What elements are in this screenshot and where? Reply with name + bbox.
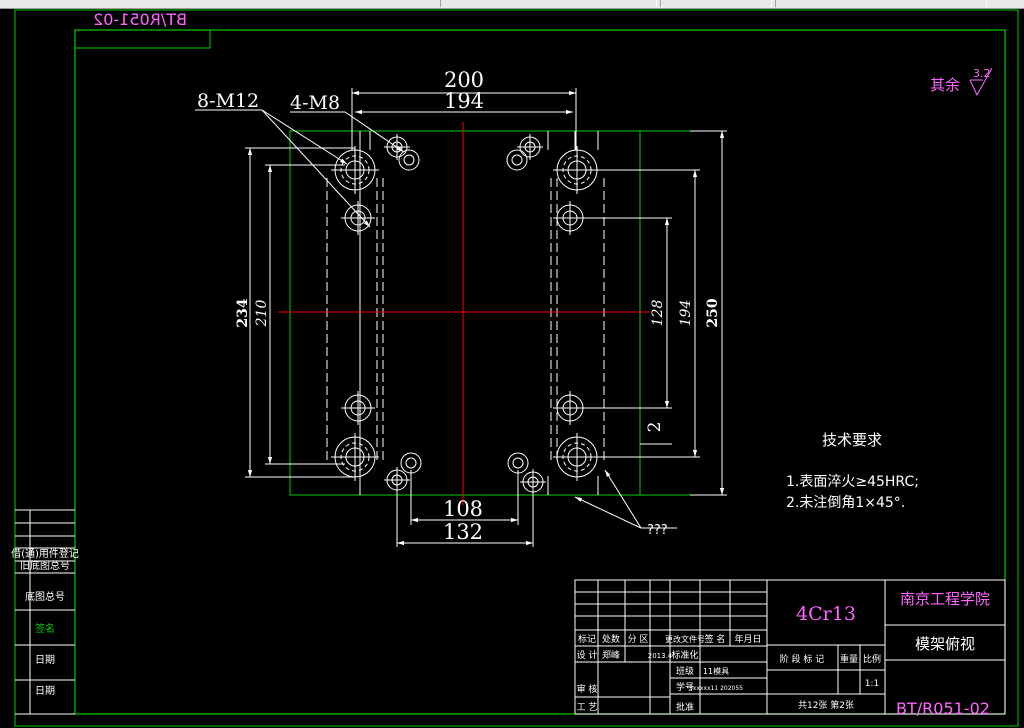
center-lines — [278, 122, 650, 505]
row-design-name: 郑峰 — [602, 649, 620, 661]
roughness-prefix: 其余 — [930, 76, 960, 94]
dimension-texts: 200 194 234 210 128 194 250 2 108 132 — [235, 68, 721, 544]
rev-header-doc: 更改文件号 — [665, 634, 705, 644]
title-block: 标记 处数 分 区 更改文件号 签 名 年月日 设 计 郑峰 2013.4 标准… — [574, 579, 1006, 718]
left-col-reg: 借(通)用件登记 — [11, 547, 79, 560]
left-col-date-2: 日期 — [35, 685, 55, 697]
dim-top-inner: 194 — [444, 89, 484, 113]
sheets-value: 共12张 第2张 — [798, 699, 854, 711]
roughness-symbol: 其余 3.2 — [930, 67, 993, 97]
tech-req-item-2: 2.未注倒角1×45°. — [786, 495, 905, 511]
process-label: 工 艺 — [577, 702, 598, 713]
row-design-label: 设 计 — [577, 649, 598, 661]
drawing-frames — [14, 9, 1019, 727]
row-design-std: 标准化 — [671, 649, 698, 661]
rev-header-date: 年月日 — [734, 633, 761, 645]
weight-header: 重量 — [840, 653, 858, 665]
drawing-code-mirrored: BT/R051-02 — [93, 10, 187, 29]
callout-unknown: ??? — [647, 523, 668, 538]
holes-large — [331, 146, 601, 481]
rail-solid-lines — [359, 131, 599, 495]
dim-bottom-inner: 108 — [443, 497, 483, 521]
rev-header-mark: 标记 — [578, 633, 596, 645]
id-value: 3xxxxx11 202055 — [689, 685, 743, 692]
dim-right-b: 194 — [678, 300, 694, 327]
dim-left-inner: 210 — [254, 300, 270, 328]
material-value: 4Cr13 — [796, 603, 856, 625]
callout-8-m12: 8-M12 — [197, 90, 259, 112]
left-col-sign: 签名 — [35, 622, 55, 635]
dim-top-outer: 200 — [444, 68, 484, 92]
drawing-code: BT/R051-02 — [896, 699, 990, 718]
dim-bottom-outer: 132 — [443, 520, 483, 544]
tech-req-item-1: 1.表面淬火≥45HRC; — [786, 474, 919, 490]
id-label: 学号 — [676, 681, 694, 693]
holes-m8 — [384, 134, 546, 495]
technical-requirements: 技术要求 1.表面淬火≥45HRC; 2.未注倒角1×45°. — [786, 431, 919, 511]
scale-value: 1:1 — [865, 679, 879, 689]
window-title-strip — [0, 0, 1024, 9]
tab-strip-right[interactable] — [775, 0, 987, 7]
tab-strip-left[interactable] — [440, 0, 657, 7]
tab-strip-middle[interactable] — [660, 0, 772, 7]
dim-right-outer: 250 — [705, 298, 721, 327]
dim-right-a: 128 — [650, 300, 666, 327]
approve-label: 批准 — [676, 701, 694, 713]
dim-right-small: 2 — [645, 422, 665, 433]
stage-header: 阶 段 标 记 — [780, 653, 825, 665]
part-name: 模架俯视 — [915, 635, 975, 653]
scale-header: 比例 — [863, 653, 881, 665]
review-label: 审 核 — [577, 683, 598, 695]
school-name: 南京工程学院 — [900, 590, 990, 608]
rev-header-zone: 分 区 — [628, 634, 649, 645]
left-col-old: 旧底图总号 — [20, 559, 70, 572]
left-margin-table: 借(通)用件登记 旧底图总号 底图总号 签名 日期 日期 — [11, 509, 79, 715]
class-value: 11模具 — [703, 666, 729, 676]
rev-header-sign: 签 名 — [705, 633, 726, 645]
row-design-date: 2013.4 — [648, 652, 673, 660]
left-col-base: 底图总号 — [25, 590, 65, 603]
callout-4-m8: 4-M8 — [290, 92, 340, 114]
tech-req-title: 技术要求 — [822, 431, 882, 449]
plate-outline — [289, 130, 690, 496]
leader-lines — [195, 109, 677, 529]
dimension-lines — [245, 88, 727, 547]
rail-hidden-lines — [326, 178, 605, 460]
holes-m12 — [341, 201, 587, 425]
rev-header-count: 处数 — [602, 633, 620, 645]
dim-left-outer: 234 — [235, 298, 251, 327]
class-label: 班级 — [676, 665, 694, 677]
roughness-value: 3.2 — [973, 67, 991, 80]
left-col-date-1: 日期 — [35, 654, 55, 666]
